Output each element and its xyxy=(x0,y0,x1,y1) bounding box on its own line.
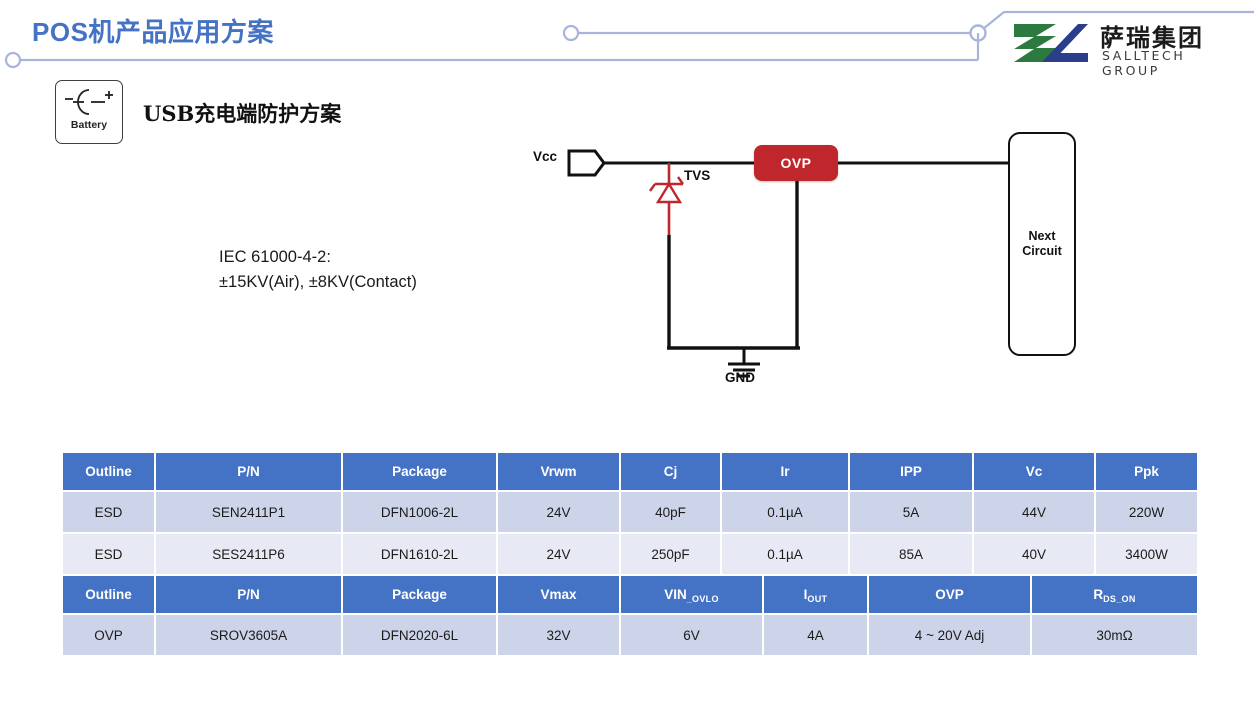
column-header-vmax: Vmax xyxy=(497,576,621,615)
column-header-vc: Vc xyxy=(973,453,1096,492)
battery-icon xyxy=(65,89,113,115)
table-cell: ESD xyxy=(63,533,156,576)
table-cell: SES2411P6 xyxy=(155,533,343,576)
table-cell: 5A xyxy=(849,491,974,534)
circuit-diagram: OVP Next Circuit Vcc TVS GND xyxy=(500,120,1120,410)
iec-note: IEC 61000-4-2: ±15KV(Air), ±8KV(Contact) xyxy=(219,245,417,295)
ovp-block: OVP xyxy=(754,145,838,181)
table-cell: 44V xyxy=(973,491,1096,534)
column-header-ovp: OVP xyxy=(868,576,1032,615)
column-header-outline: Outline xyxy=(63,453,156,492)
logo-name-cn: 萨瑞集团 xyxy=(1100,24,1204,52)
column-header-iout: IOUT xyxy=(763,576,869,615)
column-header-ipp: IPP xyxy=(849,453,974,492)
column-header-subscript: OUT xyxy=(807,594,828,604)
header-decoration xyxy=(4,10,1254,69)
table-cell: 4A xyxy=(763,614,869,657)
table-cell: 250pF xyxy=(620,533,722,576)
battery-badge: Battery xyxy=(55,80,123,144)
logo-name-en: SALLTECH GROUP xyxy=(1102,48,1186,78)
column-header-ppk: Ppk xyxy=(1095,453,1197,492)
column-header-p-n: P/N xyxy=(155,453,343,492)
table-cell: SROV3605A xyxy=(155,614,343,657)
table-cell: 6V xyxy=(620,614,764,657)
table-cell: OVP xyxy=(63,614,156,657)
section-title: USB充电端防护方案 xyxy=(143,101,342,126)
table-cell: 32V xyxy=(497,614,621,657)
column-header-rds-on: RDS_ON xyxy=(1031,576,1197,615)
column-header-p-n: P/N xyxy=(155,576,343,615)
table-cell: 220W xyxy=(1095,491,1197,534)
table-cell: 40V xyxy=(973,533,1096,576)
next-circuit-line1: Next xyxy=(1028,229,1056,243)
page-title: POS机产品应用方案 xyxy=(32,17,274,47)
iec-note-line1: IEC 61000-4-2: xyxy=(219,248,331,266)
table-cell: 3400W xyxy=(1095,533,1197,576)
column-header-ir: Ir xyxy=(721,453,850,492)
table-cell: DFN1006-2L xyxy=(342,491,498,534)
table-cell: DFN2020-6L xyxy=(342,614,498,657)
table-cell: 30mΩ xyxy=(1031,614,1197,657)
company-logo: 萨瑞集团 SALLTECH GROUP xyxy=(1012,20,1244,78)
tvs-label: TVS xyxy=(684,168,711,183)
table-cell: 4 ~ 20V Adj xyxy=(868,614,1032,657)
iec-note-line2: ±15KV(Air), ±8KV(Contact) xyxy=(219,273,417,291)
column-header-subscript: _OVLO xyxy=(686,594,719,604)
column-header-outline: Outline xyxy=(63,576,156,615)
logo-mark-icon xyxy=(1014,24,1088,62)
table-cell: 40pF xyxy=(620,491,722,534)
column-header-vrwm: Vrwm xyxy=(497,453,621,492)
next-circuit-line2: Circuit xyxy=(1022,244,1062,258)
table-cell: 0.1µA xyxy=(721,491,850,534)
table-cell: SEN2411P1 xyxy=(155,491,343,534)
gnd-label: GND xyxy=(725,370,755,385)
column-header-cj: Cj xyxy=(620,453,722,492)
column-header-package: Package xyxy=(342,453,498,492)
next-circuit-block: Next Circuit xyxy=(1008,132,1076,356)
table-cell: 0.1µA xyxy=(721,533,850,576)
table-cell: 85A xyxy=(849,533,974,576)
table-cell: 24V xyxy=(497,491,621,534)
table-cell: 24V xyxy=(497,533,621,576)
table-cell: DFN1610-2L xyxy=(342,533,498,576)
vcc-label: Vcc xyxy=(533,149,558,164)
circuit-wires xyxy=(567,149,1010,378)
table-cell: ESD xyxy=(63,491,156,534)
column-header-package: Package xyxy=(342,576,498,615)
battery-label: Battery xyxy=(70,119,108,131)
column-header-vin-ovlo: VIN_OVLO xyxy=(620,576,764,615)
column-header-subscript: DS_ON xyxy=(1103,594,1136,604)
